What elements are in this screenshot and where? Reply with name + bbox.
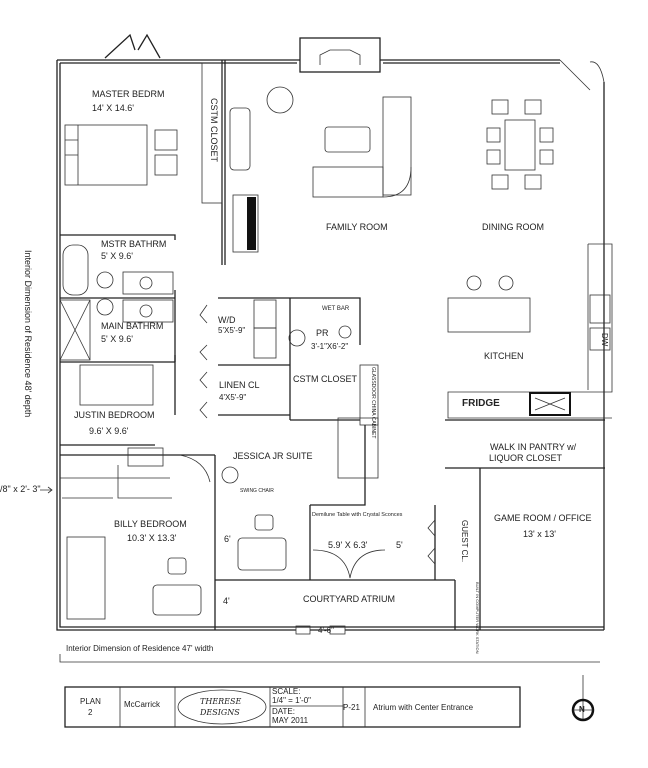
pantry-label-1: WALK IN PANTRY w/ [490, 442, 577, 452]
built-in-workstation-label: BUILT IN COMPUTER WORK STATION [475, 582, 480, 654]
plan-description: Atrium with Center Entrance [373, 703, 474, 712]
scale-label: SCALE: [272, 687, 301, 696]
exterior-walls [56, 59, 605, 631]
billy-bedroom-size: 10.3' X 13.3' [127, 533, 177, 543]
guest-closet-label: GUEST CL. [460, 520, 469, 563]
title-block-frame [64, 686, 521, 728]
jessica-suite [60, 417, 379, 630]
justin-bedroom-label: JUSTIN BEDROOM [74, 410, 155, 420]
bathrooms [59, 244, 176, 363]
master-bedroom-label: MASTER BEDRM [92, 89, 165, 99]
date-label: DATE: [272, 707, 295, 716]
wd-size: 5'X5'-9" [218, 326, 246, 335]
depth-dimension-label: Interior Dimension of Residence 48' dept… [23, 250, 33, 418]
family-room-furniture [229, 86, 412, 253]
jessica-suite-label: JESSICA JR SUITE [233, 451, 313, 461]
linen-label: LINEN CL [219, 380, 260, 390]
window-note: /8" x 2'- 3" [0, 484, 41, 494]
china-cabinet-label: GLASSDOOR CHINA CABINET [370, 367, 376, 439]
family-room-label: FAMILY ROOM [326, 222, 388, 232]
billy-bedroom [60, 447, 202, 620]
master-bath-label: MSTR BATHRM [101, 239, 167, 249]
foyer-size: 5.9' X 6.3' [328, 540, 368, 550]
north-compass-icon [571, 675, 595, 722]
master-bedroom-size: 14' X 14.6' [92, 103, 134, 113]
dimension-4ft: 4' [223, 596, 230, 606]
dining-room-label: DINING ROOM [482, 222, 544, 232]
courtyard [215, 468, 481, 635]
dw-label: DW [600, 333, 609, 347]
billy-bedroom-label: BILLY BEDROOM [114, 519, 187, 529]
game-room-size: 13' x 13' [523, 529, 556, 539]
master-bedroom [60, 60, 226, 265]
justin-bedroom-size: 9.6' X 9.6' [89, 426, 129, 436]
date-value: MAY 2011 [272, 716, 309, 725]
fireplace [299, 37, 381, 73]
window-arrow [40, 486, 53, 494]
pr-label: PR [316, 328, 329, 338]
plan-label: PLAN [80, 697, 101, 706]
scale-value: 1/4" = 1'-0" [272, 696, 312, 705]
dimension-6ft: 6' [224, 534, 231, 544]
fridge-label: FRIDGE [462, 398, 500, 409]
logo-line-2: DESIGNS [200, 708, 240, 717]
main-bath-label: MAIN BATHRM [101, 321, 164, 331]
kitchen-label: KITCHEN [484, 351, 524, 361]
main-bath-size: 5' X 9.6' [101, 334, 133, 344]
kitchen-fixtures [445, 243, 613, 469]
pr-size: 3'-1"X6'-2" [311, 342, 349, 351]
game-room-label: GAME ROOM / OFFICE [494, 513, 592, 523]
pantry-label-2: LIQUOR CLOSET [489, 453, 563, 463]
swing-chair-label: SWING CHAIR [240, 488, 274, 494]
logo-line-1: THERESE [200, 697, 242, 706]
french-door-top [104, 33, 161, 59]
foyer-width: 5' [396, 540, 403, 550]
sheet-number: P-21 [343, 703, 360, 712]
courtyard-label: COURTYARD ATRIUM [303, 594, 396, 604]
dining-table [486, 99, 554, 190]
demilune-note: Demilune Table with Crystal Sconces [312, 512, 403, 518]
wet-bar-label: WET BAR [322, 306, 350, 312]
wd-label: W/D [218, 315, 236, 325]
width-dimension-line [59, 654, 600, 663]
compass-north-label: N [579, 705, 585, 714]
linen-size: 4'X5'-9" [219, 393, 247, 402]
entry-width: 4'-6" [318, 626, 334, 635]
master-closet-label: CSTM CLOSET [209, 98, 219, 163]
width-dimension-label: Interior Dimension of Residence 47' widt… [66, 644, 214, 653]
plan-number: 2 [88, 708, 93, 717]
justin-bedroom [60, 355, 176, 446]
custom-closet-label: CSTM CLOSET [293, 374, 358, 384]
master-bath-size: 5' X 9.6' [101, 251, 133, 261]
client-name: McCarrick [124, 700, 160, 709]
service-rooms [199, 297, 379, 426]
